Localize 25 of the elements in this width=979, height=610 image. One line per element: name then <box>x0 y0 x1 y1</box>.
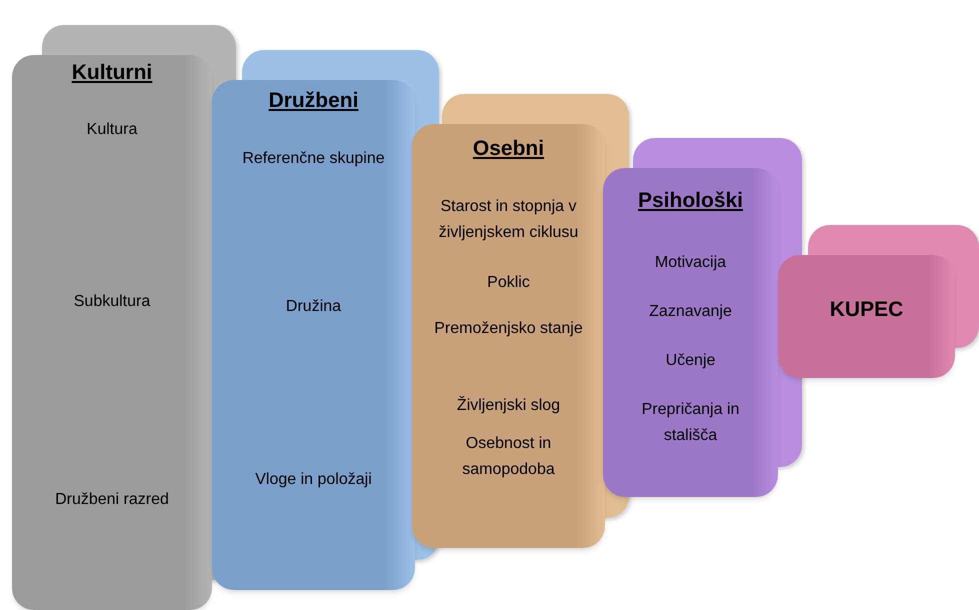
factor-label: Družina <box>284 297 342 317</box>
factor-label: Starost in stopnja v življenjskem ciklusu <box>438 197 580 243</box>
factor-label: Premoženjsko stanje <box>433 319 584 339</box>
box-heading: Osebni <box>472 136 544 162</box>
factor-label: Prepričanja in stališča <box>640 400 740 446</box>
factor-label: Kultura <box>86 120 138 140</box>
factor-box <box>412 124 605 548</box>
factor-label: Vloge in položaji <box>254 470 373 490</box>
factor-label: Zaznavanje <box>648 302 733 322</box>
factor-label: Subkultura <box>72 292 152 312</box>
factor-label: Družbeni razred <box>54 490 170 510</box>
box-heading: Družbeni <box>268 88 358 114</box>
box-title: KUPEC <box>830 297 904 323</box>
factor-label: Učenje <box>664 351 716 371</box>
factor-box <box>212 80 415 590</box>
factor-label: Osebnost in samopodoba <box>461 434 556 480</box>
factor-label: Poklic <box>486 273 531 293</box>
factor-label: Življenjski slog <box>456 395 562 416</box>
factor-box <box>778 255 955 378</box>
factor-label: Motivacija <box>654 253 728 273</box>
factor-box <box>12 55 212 610</box>
factor-label: Referenčne skupine <box>241 149 386 169</box>
box-heading: Psihološki <box>638 188 744 214</box>
box-heading: Kulturni <box>72 60 152 86</box>
factor-box <box>603 168 778 497</box>
